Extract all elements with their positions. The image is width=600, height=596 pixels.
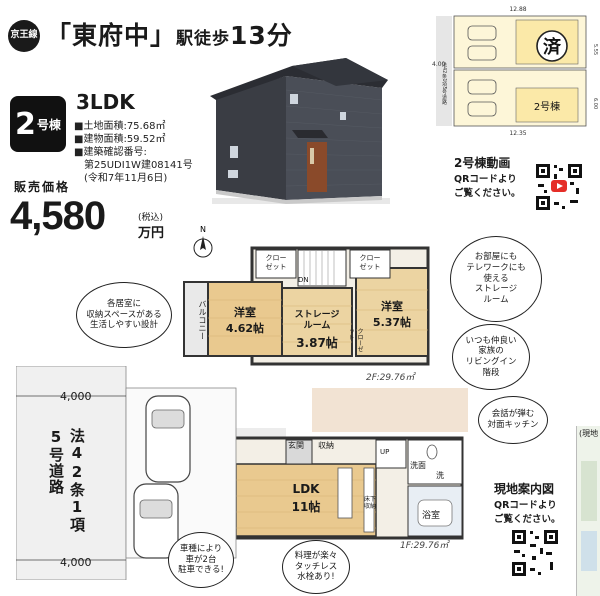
site-unit-label: 2号棟: [534, 100, 560, 113]
video-qr-line1: QRコードより: [454, 174, 517, 185]
site-dim-left: 4.00: [432, 61, 446, 68]
floor-plan-1f: 玄関 収納 UP LDK 11帖 洗面 洗 浴室 床下 収納 1F:29.76㎡: [226, 388, 470, 551]
unit-number: 2: [15, 106, 36, 142]
floor-1f-caption: 1F:29.76㎡: [400, 541, 449, 551]
bubble-touchless: 料理が楽々 タッチレス 水栓あり!: [282, 540, 350, 594]
underfloor-storage-label: 床下 収納: [364, 496, 377, 510]
permit-date: (令和7年11月6日): [84, 173, 168, 184]
building-area: ■建物面積:59.52㎡: [74, 134, 166, 145]
layout-type: 3LDK: [76, 90, 135, 114]
sold-mark: 済: [543, 36, 562, 58]
price-unit: 万円: [138, 226, 165, 241]
video-qr-code[interactable]: [534, 162, 584, 216]
walk-minutes: 13分: [230, 21, 293, 50]
permit-title: ■建築確認番号:: [74, 147, 147, 158]
west-room-size: 4.62帖: [225, 322, 265, 335]
genkan-label: 玄関: [288, 441, 304, 450]
storage-room-label: ストレージ ルーム: [294, 310, 340, 331]
map-qr-code[interactable]: [510, 528, 560, 582]
map-qr-line2: ご覧ください。: [494, 514, 561, 525]
road-width-top: 4,000: [60, 390, 92, 403]
price-amount: 4,580: [10, 194, 106, 238]
bubble-kitchen: 会話が弾む 対面キッチン: [478, 396, 548, 444]
east-room-label: 洋室: [381, 300, 403, 313]
station-name: 「東府中」: [46, 21, 177, 50]
access-headline: 「東府中」駅徒歩13分: [46, 16, 293, 52]
site-road-label: 法42条1項5号道路: [441, 61, 447, 106]
house-exterior-image: [206, 50, 396, 206]
bath-label: 浴室: [422, 511, 441, 521]
storage-room-size: 3.87帖: [296, 336, 338, 350]
bubble-living-stairs: いつも仲良い 家族の リビングイン 階段: [452, 324, 530, 390]
walk-prefix: 駅徒歩: [176, 29, 231, 49]
compass-label: N: [200, 225, 206, 234]
video-qr-text: 2号棟動画 QRコードより ご覧ください。: [454, 154, 534, 199]
site-plan: 済 2号棟 12.88 4.00 12.35 5.55 6.00 法42条1項5…: [426, 2, 598, 140]
wash-label: 洗面: [410, 461, 426, 470]
west-room-label: 洋室: [234, 306, 256, 319]
parking-area: [15, 365, 246, 581]
map-qr-title: 現地案内図: [494, 482, 555, 496]
price-label: 販売価格: [14, 180, 71, 194]
balcony-label: バルコニー: [198, 300, 207, 340]
floor-2f-caption: 2F:29.76㎡: [366, 373, 415, 383]
ldk-label: LDK: [292, 482, 320, 496]
bubble-parking: 車種により 車が2台 駐車できる!: [168, 532, 234, 588]
site-dim-right-bottom: 6.00: [592, 98, 598, 109]
land-area: ■土地面積:75.68㎡: [74, 121, 166, 132]
site-dim-right-top: 5.55: [592, 44, 598, 55]
stairs-up-label: UP: [380, 448, 390, 456]
bubble-storage-space: 各居室に 収納スペースがある 生活しやすい設計: [76, 282, 172, 348]
video-qr-line2: ご覧ください。: [454, 188, 521, 199]
north-compass-icon: N: [192, 224, 214, 266]
road-width-bottom: 4,000: [60, 556, 92, 569]
map-edge-label: (現地: [579, 429, 599, 438]
map-qr-text: 現地案内図 QRコードより ご覧ください。: [494, 480, 584, 525]
closet-left-label: クロー ゼット: [265, 254, 287, 271]
train-line-badge: 京王線: [8, 20, 40, 52]
video-qr-title: 2号棟動画: [454, 156, 511, 170]
bubble-telework: お部屋にも テレワークにも 使える ストレージ ルーム: [450, 236, 542, 322]
small-closet-label: クローゼット: [347, 328, 363, 352]
spec-list: ■土地面積:75.68㎡ ■建物面積:59.52㎡ ■建築確認番号: 第25UD…: [74, 120, 193, 185]
stairs-dn-label: DN: [298, 276, 309, 284]
floor-plan-2f: クロー ゼット クロー ゼット DN バルコニー 洋室 4.62帖 ストレージ …: [180, 244, 430, 384]
closet-right-label: クロー ゼット: [359, 254, 381, 271]
unit-number-label: 号棟: [36, 117, 61, 132]
map-edge: (現地: [576, 426, 600, 596]
road-legal-label: 法42条1項5号道路: [47, 428, 86, 533]
site-dim-bottom: 12.35: [509, 130, 526, 137]
site-dim-top: 12.88: [509, 6, 526, 13]
price-tax-note: (税込): [138, 213, 164, 223]
storage-1f-label: 収納: [318, 441, 334, 450]
ldk-size: 11帖: [291, 500, 321, 514]
east-room-size: 5.37帖: [372, 316, 412, 329]
permit-number: 第25UDI1W建08141号: [84, 160, 193, 171]
washing-machine-label: 洗: [436, 471, 444, 480]
map-qr-line1: QRコードより: [494, 500, 557, 511]
